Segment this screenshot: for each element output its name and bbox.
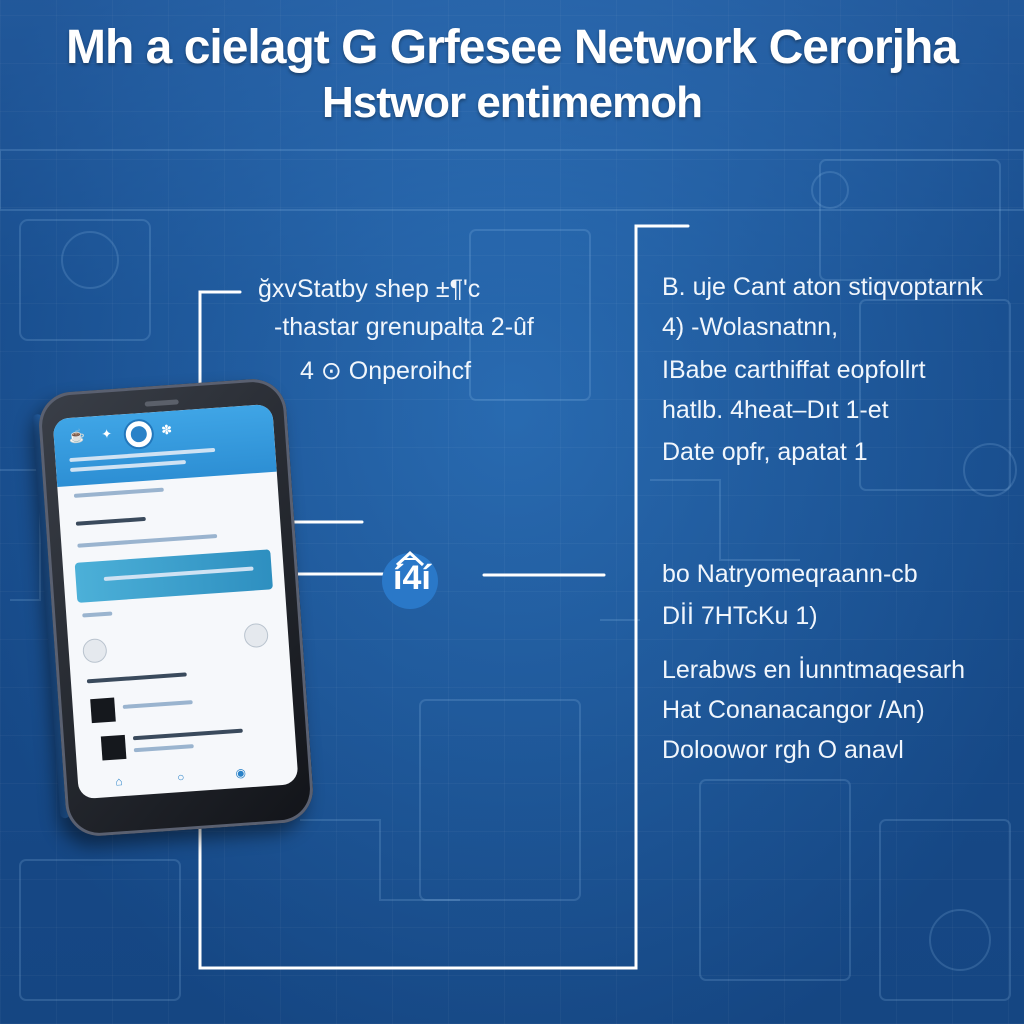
globe-icon[interactable] [122,418,155,451]
text-bar [122,700,193,709]
text-bar [133,744,194,753]
right-top-line-4: hatlb. 4heat–Dıt 1-et [662,396,889,424]
card-text-bar [103,566,254,581]
right-top-line-1: B. uje Cant aton stiqvoptarnk [662,273,984,301]
thumbnail-image[interactable] [100,734,127,761]
avatar[interactable] [82,637,108,664]
text-bar [73,487,164,498]
page-title: Mh a cielagt G Grfesee Network Cerorjha [66,21,959,74]
header-text-bar [70,459,187,473]
section-heading-bar [75,516,146,526]
smartphone-mockup: ☕ ✦ ✽ ⌂ ○ ◉ [32,376,316,839]
avatar[interactable] [243,622,269,649]
star-icon[interactable]: ✽ [160,421,173,438]
text-bar [132,728,243,741]
hub-node: í4í [375,545,445,615]
profile-icon[interactable]: ◉ [234,765,247,781]
right-top-line-2: 4) -Wolasnatnn, [662,313,839,341]
left-callout-line-2: -thastar grenupalta 2-ûf [274,313,534,341]
app-header: ☕ ✦ ✽ [52,403,277,487]
phone-screen: ☕ ✦ ✽ ⌂ ○ ◉ [52,403,299,800]
right-top-line-3: IBabe carthiffat eopfollrt [662,356,926,384]
hub-label: í4í [393,559,431,597]
header-text-bar [69,447,216,463]
highlight-card[interactable] [74,549,273,603]
right-bottom-line-5: Doloowor rgh O anavl [662,736,904,764]
page-subtitle: Hstwor entimemoh [321,78,703,127]
section-heading-bar [86,672,187,684]
text-bar [77,533,218,548]
right-top-line-5: Date opfr, apatat 1 [662,438,868,466]
thumbnail-image[interactable] [90,697,116,724]
right-bottom-line-3: Lerabws en İunntmaqesarh [662,656,965,684]
fish-icon[interactable]: ✦ [100,426,113,442]
right-bottom-line-1: bo Natryomeqraann-cb [662,560,918,588]
right-bottom-line-4: Hat Conanacangor /An) [662,696,925,724]
right-bottom-line-2: Dİİ 7HTcKu 1) [662,602,818,630]
text-bar [82,611,113,618]
cup-icon[interactable]: ☕ [68,427,86,445]
left-callout-line-1: ğxvStatby shep ±¶'c [258,275,481,303]
home-icon[interactable]: ⌂ [114,774,124,789]
left-callout-line-3: 4 ⊙ Onperoihcf [300,357,472,385]
chat-icon[interactable]: ○ [176,769,185,785]
